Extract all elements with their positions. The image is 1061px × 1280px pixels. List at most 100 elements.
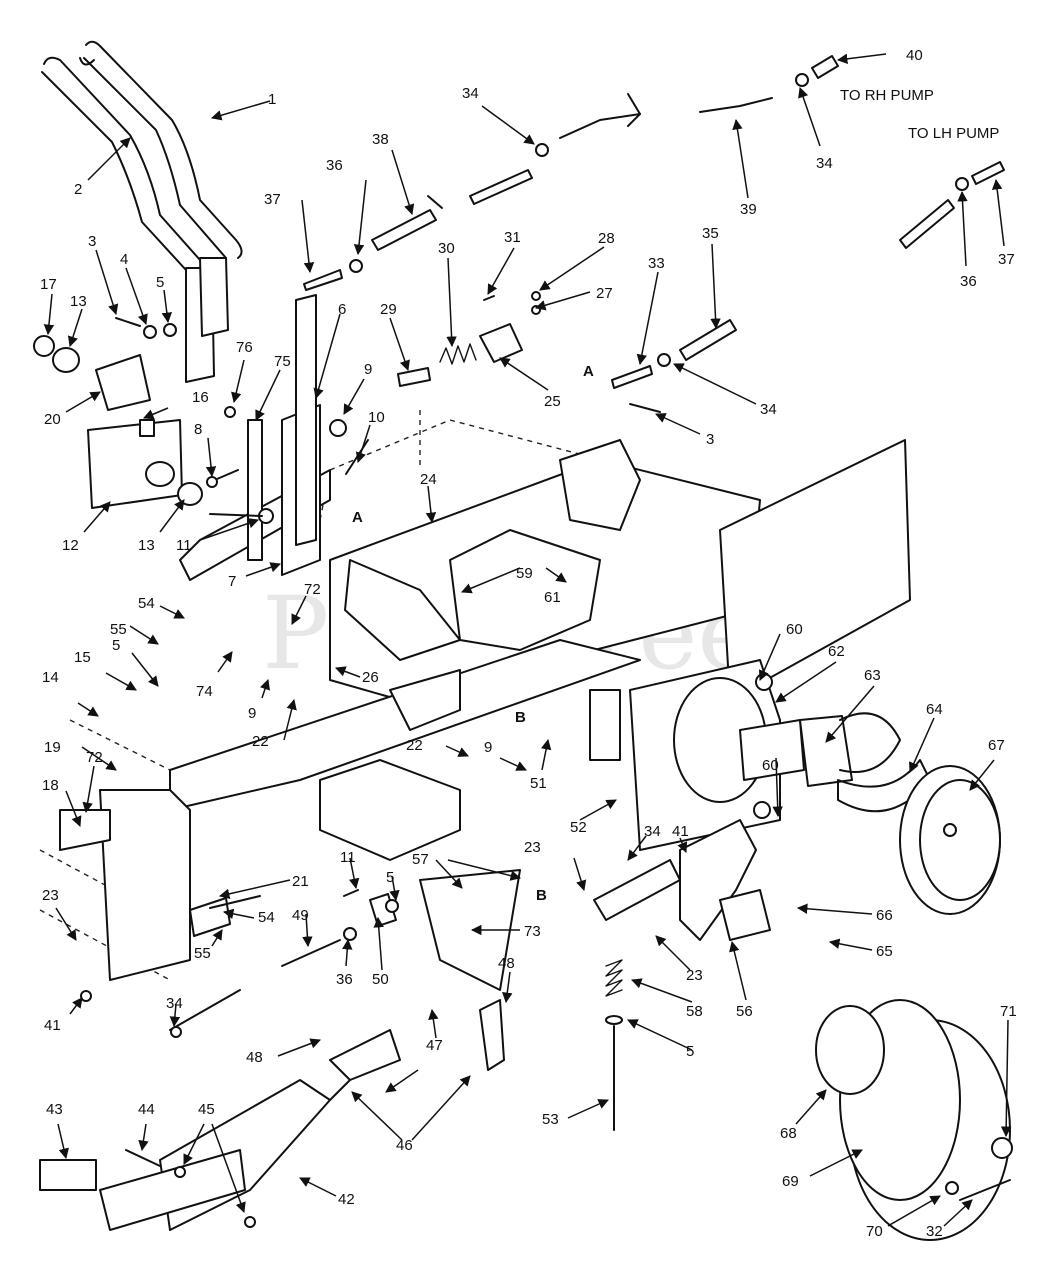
callout-21: 21: [292, 873, 309, 890]
callout-70: 70: [866, 1223, 883, 1240]
callout-60: 60: [762, 757, 779, 774]
callout-13: 13: [70, 293, 87, 310]
callout-36: 36: [336, 971, 353, 988]
callout-37: 37: [998, 251, 1015, 268]
spring-assembly: [397, 291, 541, 387]
section-mark-b: B: [536, 887, 547, 904]
callout-36: 36: [326, 157, 343, 174]
callout-11: 11: [340, 849, 356, 866]
callout-32: 32: [926, 1223, 943, 1240]
callout-20: 20: [44, 411, 61, 428]
callout-49: 49: [292, 907, 309, 924]
callout-56: 56: [736, 1003, 753, 1020]
callout-72: 72: [304, 581, 321, 598]
callout-72: 72: [86, 749, 103, 766]
lower-linkage: [39, 819, 771, 1231]
callout-27: 27: [596, 285, 613, 302]
callout-23: 23: [524, 839, 541, 856]
callout-40: 40: [906, 47, 923, 64]
note-rh-pump: TO RH PUMP: [840, 87, 934, 104]
callout-30: 30: [438, 240, 455, 257]
callout-68: 68: [780, 1125, 797, 1142]
callout-16: 16: [192, 389, 209, 406]
callout-42: 42: [338, 1191, 355, 1208]
callout-7: 7: [228, 573, 236, 590]
callout-69: 69: [782, 1173, 799, 1190]
callout-5: 5: [156, 274, 164, 291]
control-rods: [303, 55, 1005, 413]
callout-44: 44: [138, 1101, 155, 1118]
pivot-bracket: [33, 335, 203, 509]
section-mark-a: A: [352, 509, 363, 526]
callout-17: 17: [40, 276, 57, 293]
callout-71: 71: [1000, 1003, 1017, 1020]
callout-14: 14: [42, 669, 59, 686]
callout-33: 33: [648, 255, 665, 272]
callout-2: 2: [74, 181, 82, 198]
callout-13: 13: [138, 537, 155, 554]
callout-19: 19: [44, 739, 61, 756]
callout-35: 35: [702, 225, 719, 242]
callout-47: 47: [426, 1037, 443, 1054]
callout-43: 43: [46, 1101, 63, 1118]
pump-wheel: [629, 659, 1013, 1241]
callout-4: 4: [120, 251, 128, 268]
callout-10: 10: [368, 409, 385, 426]
callout-29: 29: [380, 301, 397, 318]
callout-34: 34: [760, 401, 777, 418]
callout-3: 3: [88, 233, 96, 250]
callout-48: 48: [246, 1049, 263, 1066]
callout-75: 75: [274, 353, 291, 370]
callout-64: 64: [926, 701, 943, 718]
callout-24: 24: [420, 471, 437, 488]
callout-1: 1: [268, 91, 276, 108]
leader-lines: [43, 53, 1012, 1227]
callout-73: 73: [524, 923, 541, 940]
callout-18: 18: [42, 777, 59, 794]
callout-76: 76: [236, 339, 253, 356]
callout-28: 28: [598, 230, 615, 247]
callout-54: 54: [258, 909, 275, 926]
steering-handles: [41, 40, 243, 383]
callout-8: 8: [194, 421, 202, 438]
section-mark-b: B: [515, 709, 526, 726]
callout-5: 5: [386, 869, 394, 886]
callout-34: 34: [166, 995, 183, 1012]
callout-57: 57: [412, 851, 429, 868]
callout-54: 54: [138, 595, 155, 612]
callout-39: 39: [740, 201, 757, 218]
callout-22: 22: [252, 733, 269, 750]
callout-6: 6: [338, 301, 346, 318]
callout-65: 65: [876, 943, 893, 960]
callout-46: 46: [396, 1137, 413, 1154]
callout-45: 45: [198, 1101, 215, 1118]
callout-34: 34: [462, 85, 479, 102]
callout-41: 41: [672, 823, 689, 840]
callout-55: 55: [110, 621, 127, 638]
callout-12: 12: [62, 537, 79, 554]
callout-9: 9: [484, 739, 492, 756]
callout-11: 11: [176, 537, 192, 554]
callout-63: 63: [864, 667, 881, 684]
callout-66: 66: [876, 907, 893, 924]
callout-67: 67: [988, 737, 1005, 754]
callout-26: 26: [362, 669, 379, 686]
callout-37: 37: [264, 191, 281, 208]
callout-34: 34: [644, 823, 661, 840]
callout-labels: 1 2 3 4 5 17 13 20 16 12 13 8 76 75 6 9 …: [40, 47, 1017, 1240]
callout-55: 55: [194, 945, 211, 962]
callout-36: 36: [960, 273, 977, 290]
callout-61: 61: [544, 589, 561, 606]
callout-22: 22: [406, 737, 423, 754]
callout-74: 74: [196, 683, 213, 700]
note-lh-pump: TO LH PUMP: [908, 125, 999, 142]
callout-41: 41: [44, 1017, 61, 1034]
callout-23: 23: [686, 967, 703, 984]
callout-5: 5: [112, 637, 120, 654]
callout-59: 59: [516, 565, 533, 582]
callout-23: 23: [42, 887, 59, 904]
callout-9: 9: [364, 361, 372, 378]
callout-5: 5: [686, 1043, 694, 1060]
callout-50: 50: [372, 971, 389, 988]
